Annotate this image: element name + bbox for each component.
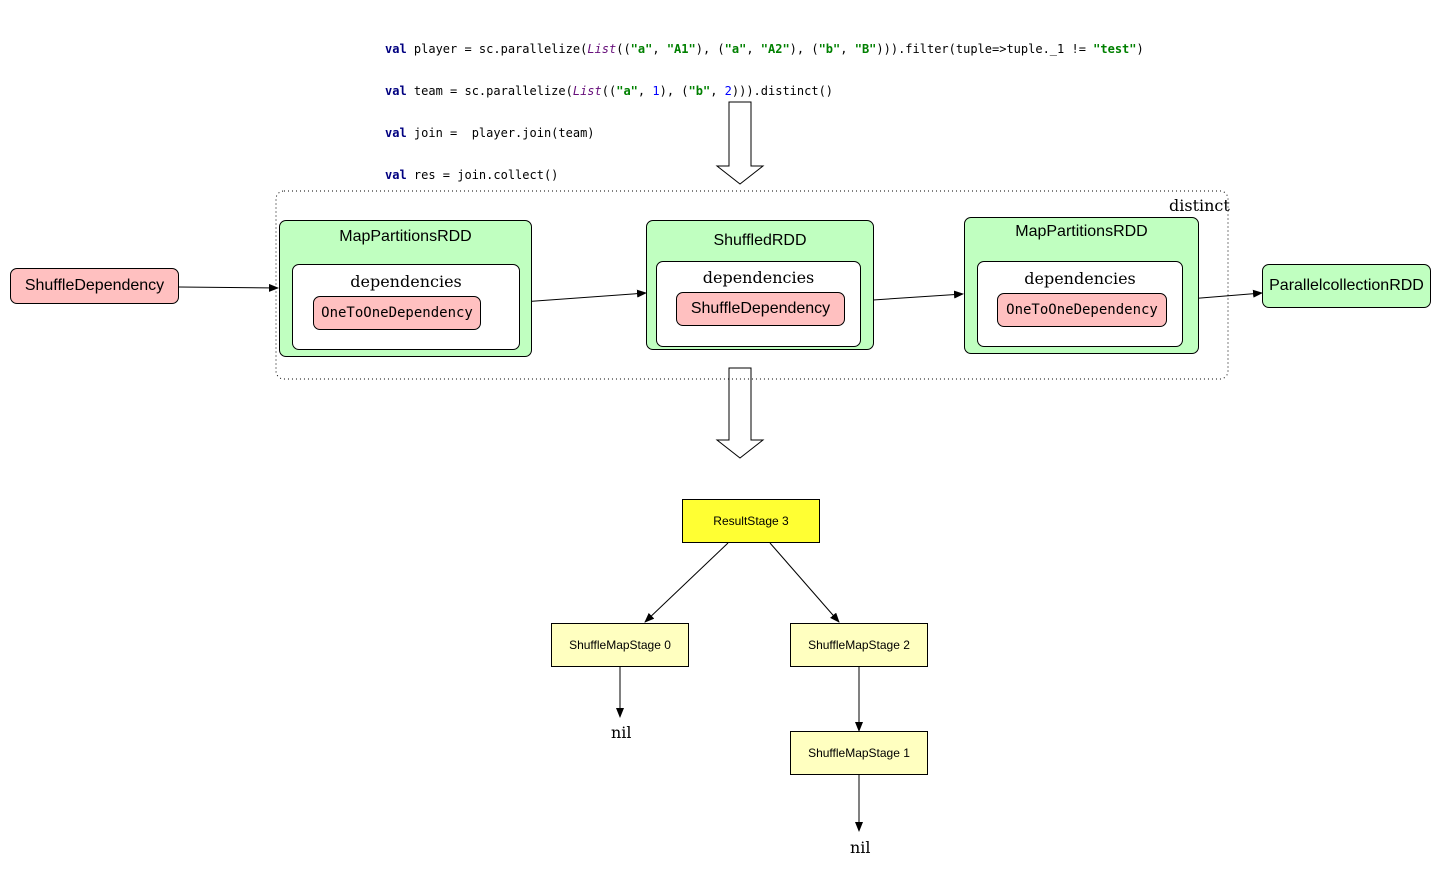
code-line-3: val join = player.join(team) xyxy=(385,126,595,140)
dependencies-container: dependencies OneToOneDependency xyxy=(292,264,520,350)
rdd-title: MapPartitionsRDD xyxy=(1015,223,1148,240)
arrow-result-to-stage2 xyxy=(769,542,840,623)
shuffle-map-stage-0: ShuffleMapStage 0 xyxy=(551,623,689,667)
nil-label-right: nil xyxy=(850,838,871,857)
dependencies-label: dependencies xyxy=(350,272,462,291)
one-to-one-dependency: OneToOneDependency xyxy=(997,293,1167,327)
rdd-shuffled: ShuffledRDD dependencies ShuffleDependen… xyxy=(646,220,874,350)
result-stage: ResultStage 3 xyxy=(682,499,820,543)
code-line-4: val res = join.collect() xyxy=(385,168,559,182)
shuffle-dependency: ShuffleDependency xyxy=(676,292,845,326)
left-shuffle-dependency: ShuffleDependency xyxy=(10,268,179,304)
nil-label-left: nil xyxy=(611,723,632,742)
rdd-map-partitions-2: MapPartitionsRDD dependencies OneToOneDe… xyxy=(964,217,1199,354)
big-down-arrow-2 xyxy=(715,367,765,459)
rdd-title: MapPartitionsRDD xyxy=(339,228,472,245)
rdd-map-partitions-1: MapPartitionsRDD dependencies OneToOneDe… xyxy=(279,220,532,357)
rdd-title: ShuffledRDD xyxy=(713,232,807,249)
dependencies-label: dependencies xyxy=(702,268,815,287)
dependencies-label: dependencies xyxy=(1024,269,1136,288)
shuffle-map-stage-1: ShuffleMapStage 1 xyxy=(790,731,928,775)
arrow-shuffledep-to-mappartitions xyxy=(178,283,279,292)
dependencies-container: dependencies ShuffleDependency xyxy=(656,261,861,347)
dependencies-container: dependencies OneToOneDependency xyxy=(977,261,1183,347)
code-line-1: val player = sc.parallelize(List(("a", "… xyxy=(385,42,1144,56)
shuffle-map-stage-2: ShuffleMapStage 2 xyxy=(790,623,928,667)
arrow-result-to-stage0 xyxy=(644,542,729,623)
source-code: val player = sc.parallelize(List(("a", "… xyxy=(385,14,1144,196)
code-line-2: val team = sc.parallelize(List(("a", 1),… xyxy=(385,84,834,98)
parallel-collection-rdd: ParallelcollectionRDD xyxy=(1262,264,1431,308)
distinct-label: distinct xyxy=(1169,196,1230,215)
one-to-one-dependency: OneToOneDependency xyxy=(313,296,481,330)
